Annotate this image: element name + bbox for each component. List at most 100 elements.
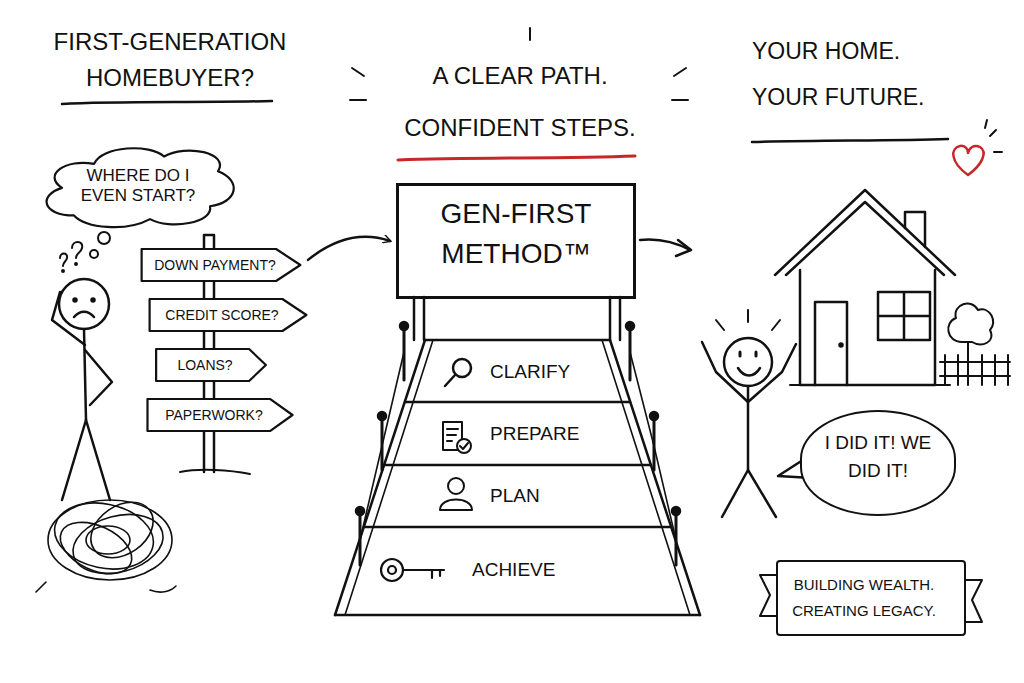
emphasis-rays-stroke: [529, 28, 531, 40]
checklist-icon-stroke: [457, 439, 471, 453]
tangle-scribble-stroke: [48, 494, 159, 577]
key-icon-stroke: [403, 570, 444, 578]
staircase-path-stroke: [650, 412, 658, 420]
house-drawing-stroke: [815, 302, 847, 385]
confused-stick-figure-stroke: [84, 329, 86, 420]
heart-icon-stroke: [953, 146, 983, 175]
confused-stick-figure-stroke: [86, 420, 110, 500]
node-text: GEN-FIRST METHOD™: [413, 194, 619, 274]
tangle-scribble-stroke: [86, 526, 130, 554]
board-posts-stroke: [610, 297, 620, 340]
tree-and-fence-stroke: [948, 304, 993, 345]
speech-bubble: I DID IT! WE DID IT!: [800, 410, 956, 516]
person-icon-stroke: [448, 478, 464, 494]
signR-path: [156, 349, 266, 381]
node-text: ACHIEVE: [472, 559, 555, 581]
node-text: DOWN PAYMENT?: [154, 257, 276, 273]
step-band: CLARIFY: [440, 344, 608, 400]
confused-stick-figure-stroke: [62, 420, 86, 500]
staircase-path-stroke: [610, 340, 700, 615]
house-drawing: [775, 190, 955, 385]
signpost-sign: PAPERWORK?: [146, 398, 294, 432]
staircase-path-stroke: [345, 340, 433, 615]
house-drawing-stroke: [878, 292, 930, 340]
confused-stick-figure-stroke: [52, 292, 85, 345]
step-band: PREPARE: [428, 406, 624, 462]
signpost-sign: LOANS?: [155, 348, 267, 382]
tree-and-fence-stroke: [940, 362, 1010, 376]
happy-stick-figure-stroke: [738, 368, 760, 376]
flow-arrow-stroke: [676, 240, 691, 256]
staircase-path-stroke: [425, 339, 610, 342]
checklist-icon-stroke: [460, 443, 468, 449]
cloud-path: [47, 148, 234, 227]
thought-trail-stroke: [72, 242, 82, 258]
heading-underline-stroke: [62, 101, 272, 104]
emphasis-rays-stroke: [674, 68, 686, 76]
emphasis-rays-stroke: [352, 68, 364, 76]
node-text: LOANS?: [177, 357, 232, 373]
node-text: WHERE DO I EVEN START?: [66, 166, 210, 206]
thought-trail: [60, 232, 110, 272]
staircase-path-stroke: [672, 507, 680, 515]
tangle-scribble-stroke: [80, 491, 163, 569]
staircase-path-stroke: [602, 340, 690, 615]
staircase-path-stroke: [400, 322, 408, 330]
signpost-pole-stroke: [180, 470, 250, 474]
confused-stick-figure-stroke: [74, 299, 77, 302]
tangle-scribble-stroke: [36, 582, 176, 592]
happy-stick-figure-stroke: [747, 386, 750, 470]
staircase-path-stroke: [360, 330, 404, 565]
step-band: ACHIEVE: [380, 531, 662, 609]
magnifier-icon: [445, 359, 471, 386]
staircase-path-stroke: [405, 401, 630, 404]
step-band: PLAN: [416, 469, 638, 523]
heading-underline-stroke: [752, 139, 948, 142]
house-drawing-stroke: [775, 190, 955, 275]
thought-bubble: WHERE DO I EVEN START?: [38, 140, 238, 232]
house-drawing-stroke: [786, 202, 944, 275]
section-heading: FIRST-GENERATION HOMEBUYER?: [20, 24, 320, 96]
flow-arrow: [640, 239, 691, 256]
person-icon: [440, 478, 472, 510]
confused-stick-figure-stroke: [59, 279, 109, 329]
confused-stick-figure: [52, 279, 112, 500]
flow-arrow: [308, 237, 390, 260]
tangle-scribble-stroke: [66, 505, 169, 583]
thought-trail-stroke: [98, 232, 110, 244]
node-text: PAPERWORK?: [165, 407, 263, 423]
tree-and-fence-stroke: [967, 342, 969, 385]
heart-icon-stroke: [985, 120, 1002, 152]
heart-icon: [953, 120, 1002, 175]
happy-stick-figure-stroke: [702, 342, 748, 402]
staircase-path-stroke: [356, 507, 364, 515]
happy-stick-figure: [702, 310, 796, 517]
board-posts-stroke: [414, 297, 424, 340]
staircase-path-stroke: [364, 526, 671, 529]
emphasis-rays-stroke: [350, 99, 366, 101]
staircase-path-stroke: [378, 412, 386, 420]
method-board: GEN-FIRST METHOD™: [396, 183, 636, 299]
confused-stick-figure-stroke: [85, 350, 112, 405]
heading-underline-stroke: [398, 156, 635, 160]
checklist-icon: [443, 422, 471, 453]
staircase-path-stroke: [630, 330, 676, 565]
house-drawing-stroke: [790, 384, 950, 386]
thought-trail-stroke: [90, 250, 98, 258]
checklist-icon-stroke: [447, 429, 458, 441]
person-icon-stroke: [440, 500, 472, 511]
node-text: PREPARE: [490, 423, 579, 445]
board-posts: [414, 297, 620, 340]
staircase-path-stroke: [335, 614, 700, 617]
tree-and-fence: [940, 304, 1010, 385]
key-icon: [381, 559, 444, 581]
node-text: CREDIT SCORE?: [165, 307, 278, 323]
thought-trail-stroke: [62, 270, 64, 272]
key-icon-stroke: [381, 559, 403, 581]
thought-trail-stroke: [75, 263, 77, 265]
happy-stick-figure-stroke: [748, 344, 796, 402]
node-text: CLARIFY: [490, 361, 570, 383]
confused-stick-figure-stroke: [92, 299, 95, 302]
emphasis-rays-stroke: [672, 99, 688, 101]
